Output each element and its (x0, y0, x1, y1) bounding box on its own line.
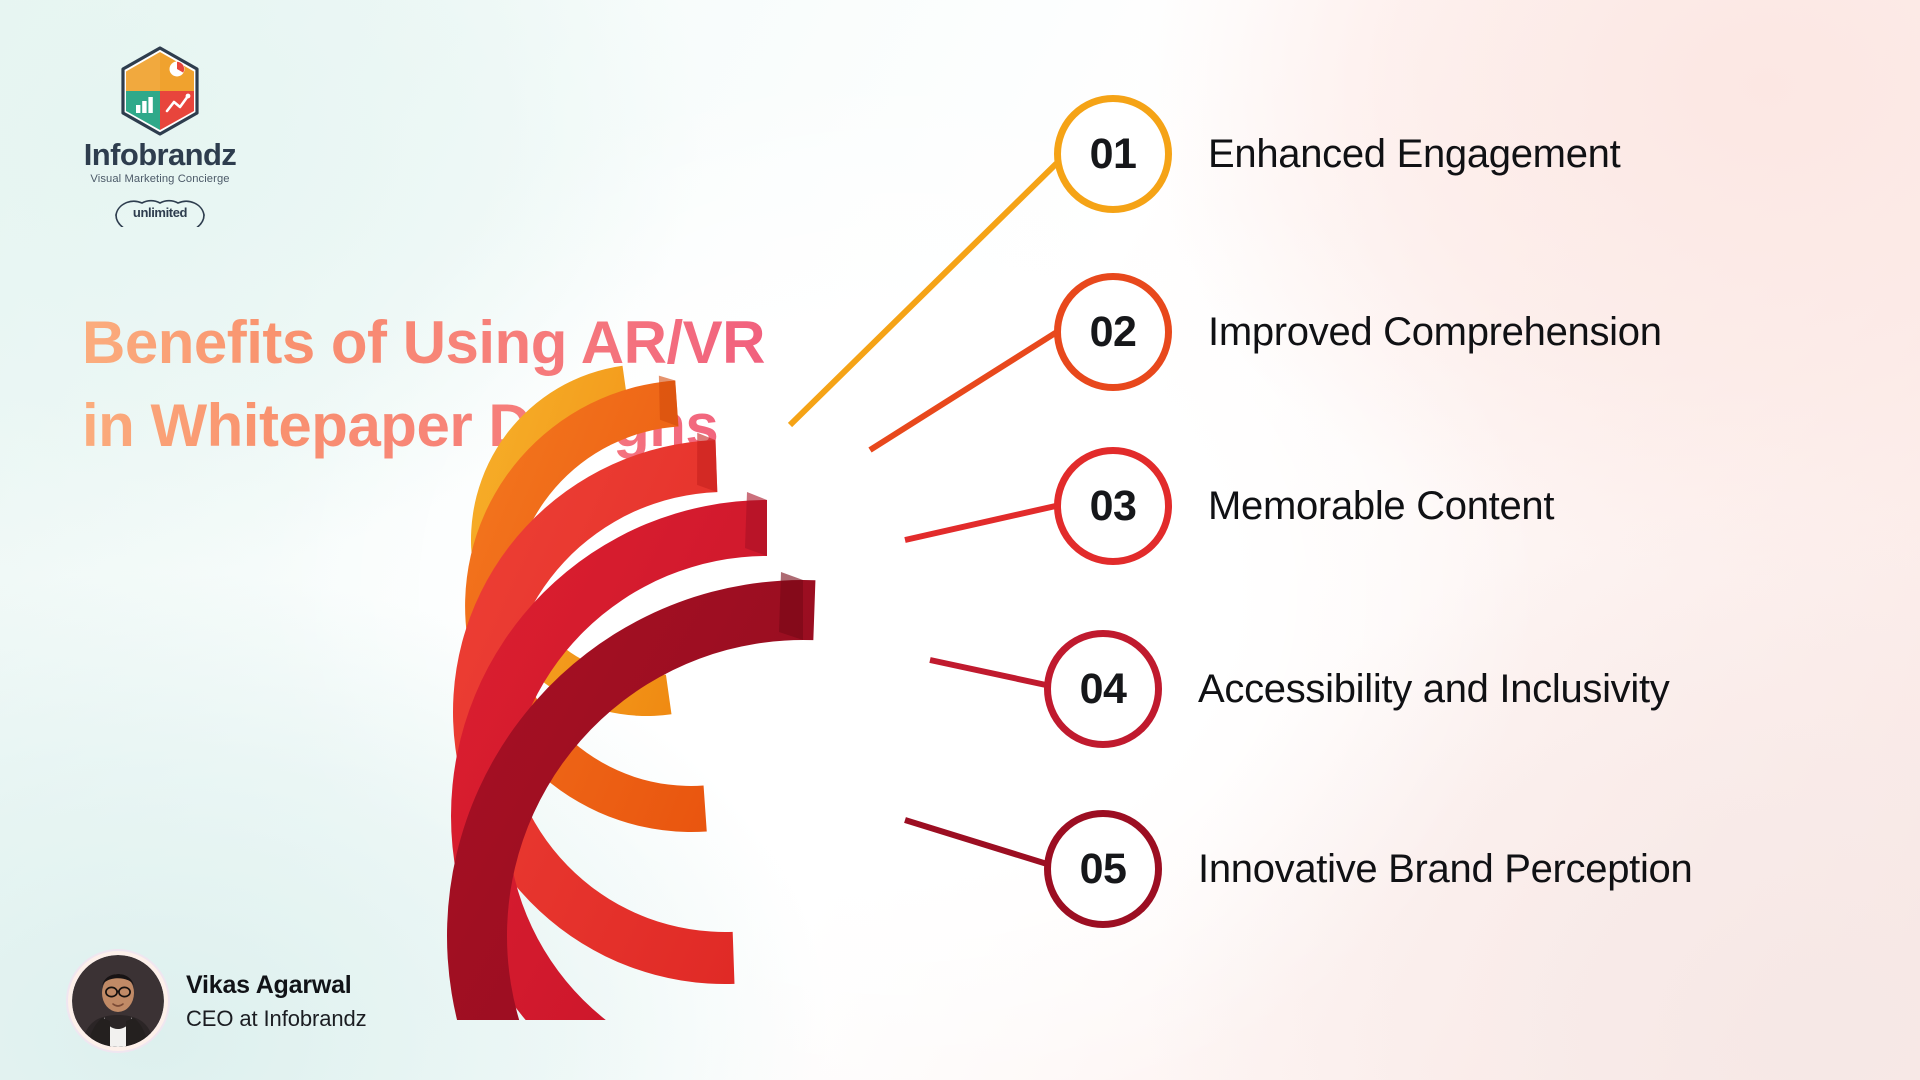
connector-line-5 (904, 817, 1061, 871)
number-label: 03 (1089, 481, 1137, 530)
author-name: Vikas Agarwal (186, 970, 352, 999)
connector-line-3 (904, 502, 1061, 543)
list-item-04[interactable]: 04 Accessibility and Inclusivity (1044, 630, 1670, 748)
list-item-01[interactable]: 01 Enhanced Engagement (1054, 95, 1621, 213)
author-text: Vikas Agarwal CEO at Infobrandz (186, 970, 367, 1032)
number-label: 05 (1079, 844, 1127, 893)
connector-line-4 (929, 657, 1061, 691)
brand-tagline: Visual Marketing Concierge (90, 173, 230, 185)
author-block: Vikas Agarwal CEO at Infobrandz (72, 955, 367, 1047)
number-badge-03: 03 (1054, 447, 1172, 565)
page-title: Benefits of Using AR/VR in Whitepaper De… (82, 302, 802, 468)
number-badge-02: 02 (1054, 273, 1172, 391)
benefit-label-03: Memorable Content (1208, 483, 1555, 528)
svg-text:unlimited: unlimited (133, 205, 188, 220)
arc-ring-4 (451, 492, 767, 1020)
benefit-label-04: Accessibility and Inclusivity (1198, 666, 1670, 711)
number-badge-05: 05 (1044, 810, 1162, 928)
arc-ring-3 (453, 432, 735, 984)
number-label: 01 (1089, 129, 1137, 178)
number-label: 04 (1079, 664, 1127, 713)
benefit-label-05: Innovative Brand Perception (1198, 846, 1693, 891)
brand-logo-block: Infobrandz Visual Marketing Concierge un… (70, 45, 250, 227)
author-portrait-avatar (72, 955, 164, 1047)
infobrandz-cube-logo-icon (121, 46, 199, 136)
number-badge-01: 01 (1054, 95, 1172, 213)
connector-line-1 (787, 157, 1063, 428)
number-badge-04: 04 (1044, 630, 1162, 748)
number-label: 02 (1089, 307, 1137, 356)
list-item-02[interactable]: 02 Improved Comprehension (1054, 273, 1662, 391)
author-role: CEO at Infobrandz (186, 1006, 367, 1032)
list-item-03[interactable]: 03 Memorable Content (1054, 447, 1555, 565)
connector-line-2 (868, 327, 1062, 453)
list-item-05[interactable]: 05 Innovative Brand Perception (1044, 810, 1693, 928)
benefit-label-01: Enhanced Engagement (1208, 131, 1621, 176)
concentric-arc-graphic (447, 365, 816, 1020)
unlimited-badge-icon: unlimited (115, 199, 205, 227)
arc-ring-5 (447, 572, 816, 1020)
brand-wordmark: Infobrandz (83, 137, 237, 172)
benefit-label-02: Improved Comprehension (1208, 309, 1662, 354)
